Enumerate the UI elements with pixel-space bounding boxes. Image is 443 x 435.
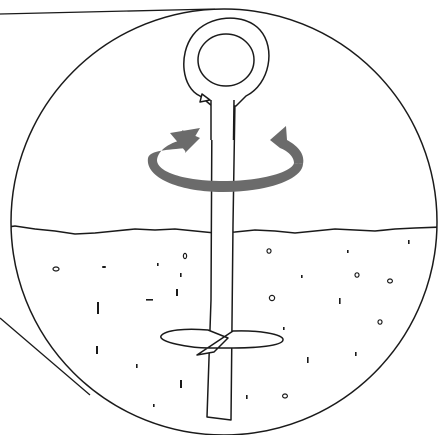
anchor-eye-hole [198,34,254,86]
anchor-shaft-overlay [211,100,234,140]
anchor-shaft [207,100,235,420]
